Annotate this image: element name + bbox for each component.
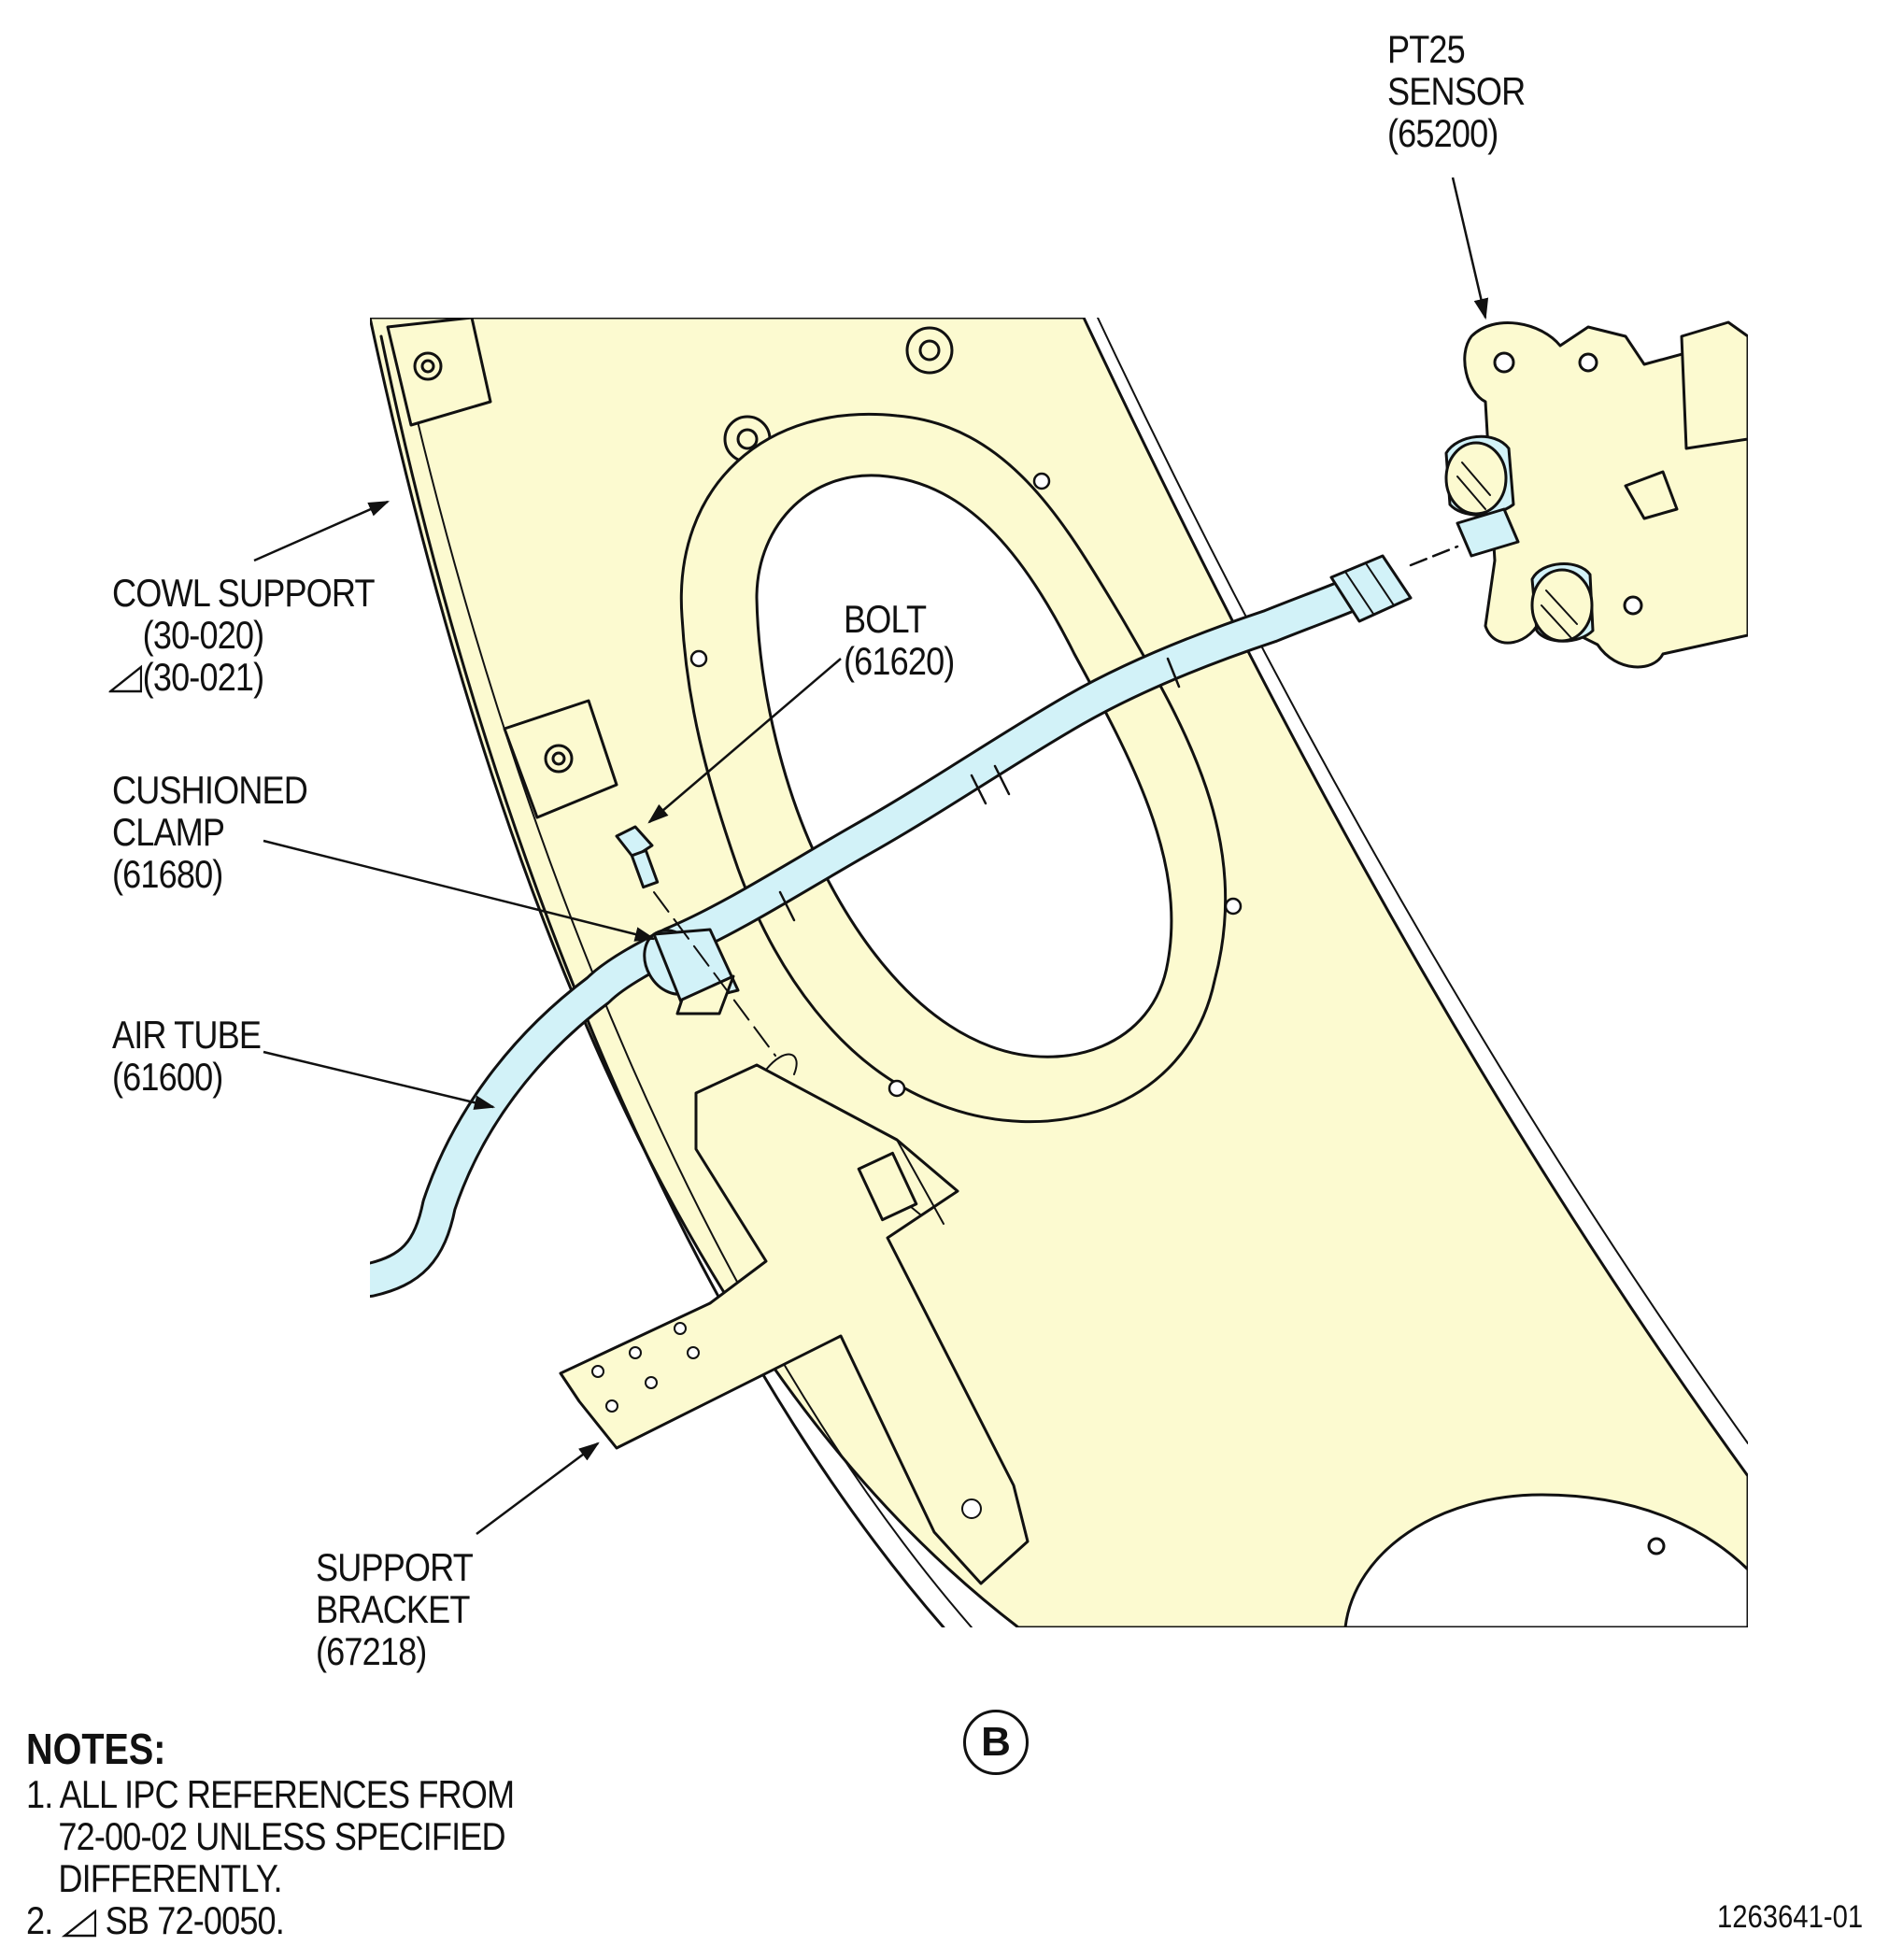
sb-effectivity-triangle-icon bbox=[108, 664, 143, 693]
sb-effectivity-triangle-icon bbox=[61, 1909, 96, 1938]
figure-id: 1263641-01 bbox=[1717, 1899, 1864, 1935]
cowl-support-inner-flange bbox=[379, 334, 945, 1627]
label-air-tube: AIR TUBE (61600) bbox=[112, 1013, 262, 1099]
frame-lower-cutout bbox=[1343, 1493, 1748, 1627]
leader-cushioned-clamp bbox=[263, 839, 657, 942]
leader-support-bracket bbox=[476, 1442, 600, 1536]
leader-cowl-support bbox=[253, 500, 391, 562]
label-cowl-support: COWL SUPPORT (30-020) (30-021) bbox=[108, 572, 376, 698]
label-bolt: BOLT (61620) bbox=[844, 597, 955, 683]
label-pt25-sensor: PT25 SENSOR (65200) bbox=[1387, 27, 1526, 155]
frame-mounting-boss bbox=[386, 318, 492, 427]
label-cushioned-clamp: CUSHIONED CLAMP (61680) bbox=[112, 768, 308, 896]
notes-title: NOTES: bbox=[26, 1725, 166, 1773]
notes-block: NOTES: 1. ALL IPC REFERENCES FROM 72-00-… bbox=[26, 1725, 515, 1942]
leader-air-tube bbox=[263, 1050, 496, 1110]
label-support-bracket: SUPPORT BRACKET (67218) bbox=[316, 1545, 474, 1673]
cushioned-clamp bbox=[643, 928, 740, 1016]
pt25-sensor bbox=[1444, 320, 1748, 669]
leader-bolt bbox=[647, 658, 842, 824]
leader-pt25-sensor bbox=[1451, 177, 1489, 320]
note-2: 2. SB 72-0050. bbox=[26, 1898, 285, 1942]
view-identifier-b: B bbox=[963, 1710, 1029, 1775]
note-1: 1. ALL IPC REFERENCES FROM 72-00-02 UNLE… bbox=[26, 1772, 515, 1900]
bolt bbox=[615, 825, 660, 889]
